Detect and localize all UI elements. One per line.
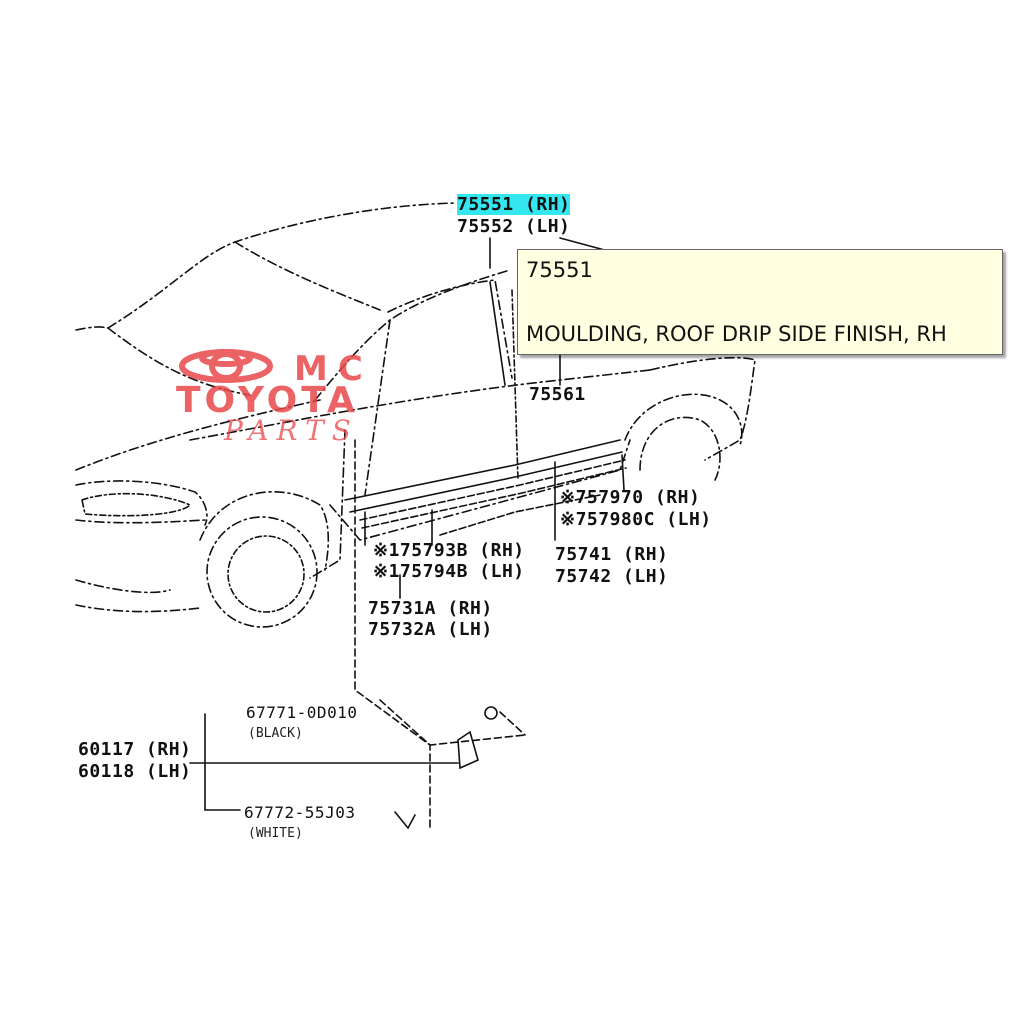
mudguard-screw	[394, 811, 416, 830]
mudguard-flap	[457, 730, 479, 770]
part-label-75732[interactable]: 75732A (LH)	[368, 619, 493, 640]
part-label-75551[interactable]: 75551 (RH)	[457, 194, 571, 215]
front-door-edge	[309, 429, 346, 579]
part-label-67772-color: (WHITE)	[248, 826, 303, 841]
mudguard-bracket	[189, 713, 459, 811]
window-pillar	[489, 281, 506, 386]
part-label-67772[interactable]: 67772-55J03	[244, 803, 356, 822]
front-arch	[199, 491, 330, 571]
front-wheel	[206, 516, 318, 628]
hood-outline	[75, 326, 321, 471]
part-label-75731[interactable]: 75731A (RH)	[368, 598, 493, 619]
door-bottom	[439, 494, 601, 536]
rear-arch	[624, 393, 743, 446]
rear-fender	[649, 356, 756, 461]
windshield	[107, 241, 381, 396]
door-moulding-upper	[344, 439, 621, 501]
part-label-75741[interactable]: 75741 (RH)	[555, 544, 669, 565]
part-label-757970[interactable]: ※757970 (RH)	[560, 487, 701, 508]
tooltip-description: MOULDING, ROOF DRIP SIDE FINISH, RH	[526, 322, 947, 346]
side-sill	[329, 439, 631, 541]
rear-wheel	[639, 416, 721, 481]
part-label-75552[interactable]: 75552 (LH)	[457, 216, 571, 237]
beltline	[189, 369, 651, 441]
rocker-moulding	[359, 459, 627, 529]
part-label-60117[interactable]: 60117 (RH)	[78, 739, 192, 760]
tooltip-part-number: 75551	[526, 258, 593, 282]
leader-757970	[621, 454, 625, 491]
mudguard-line	[379, 699, 526, 746]
part-label-75561[interactable]: 75561	[529, 384, 586, 405]
mudguard-vertical	[354, 439, 431, 831]
roof-outline	[107, 202, 456, 329]
part-label-175793[interactable]: ※175793B (RH)	[373, 540, 525, 561]
part-label-175794[interactable]: ※175794B (LH)	[373, 561, 525, 582]
mudguard-clip	[484, 706, 498, 720]
front-hub	[227, 535, 305, 613]
headlight	[81, 492, 192, 517]
part-label-75742[interactable]: 75742 (LH)	[555, 566, 669, 587]
part-label-757980[interactable]: ※757980C (LH)	[560, 509, 712, 530]
part-tooltip: 75551 MOULDING, ROOF DRIP SIDE FINISH, R…	[517, 249, 1003, 355]
part-label-60118[interactable]: 60118 (LH)	[78, 761, 192, 782]
part-label-75551-text: 75551 (RH)	[457, 194, 571, 215]
door-moulding-lower	[349, 451, 623, 513]
part-label-67771[interactable]: 67771-0D010	[246, 703, 358, 722]
window-frame	[364, 279, 513, 496]
a-pillar	[314, 269, 511, 401]
front-bumper	[75, 480, 208, 613]
part-label-67771-color: (BLACK)	[248, 726, 303, 741]
leader-175793	[364, 509, 433, 546]
b-pillar	[511, 289, 519, 481]
